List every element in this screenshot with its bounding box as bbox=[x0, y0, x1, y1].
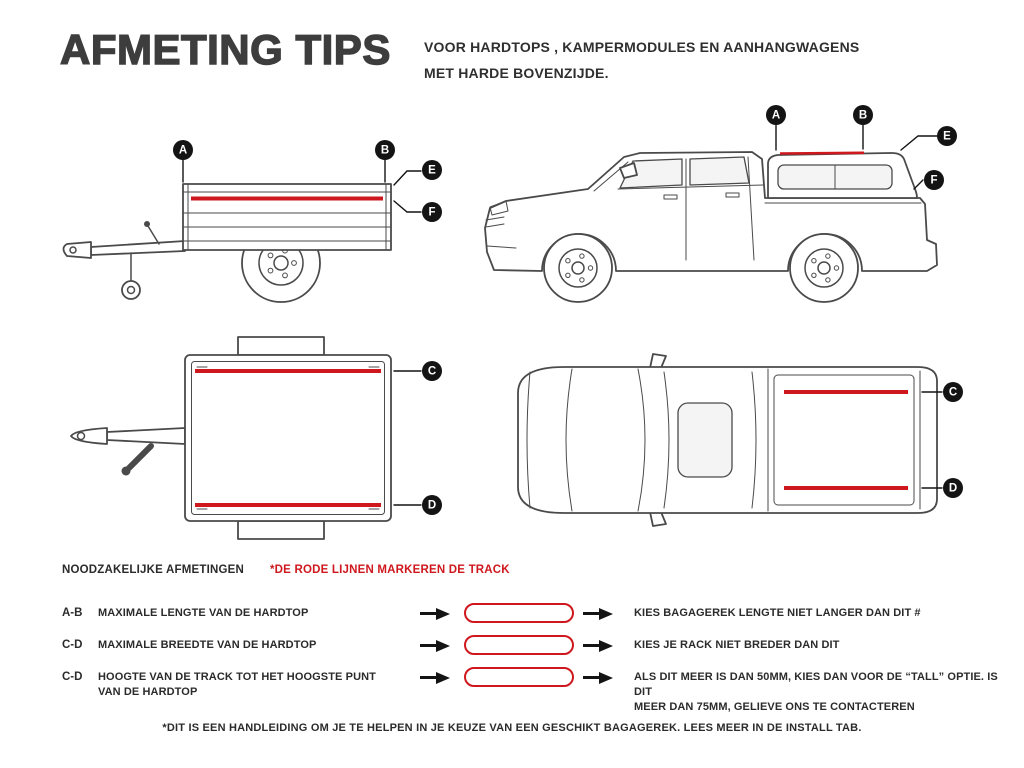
label-badge-f: F bbox=[913, 170, 944, 190]
measurement-instruction: ALS DIT MEER IS DAN 50MM, KIES DAN VOOR … bbox=[634, 671, 998, 713]
red-track-legend: *DE RODE LIJNEN MARKEREN DE TRACK bbox=[270, 564, 510, 576]
subtitle-line-2: MET HARDE BOVENZIJDE. bbox=[424, 65, 609, 81]
truck-side-view-diagram: A B E F bbox=[484, 105, 957, 303]
label-badge-a: A bbox=[766, 105, 786, 151]
label-badge-f: F bbox=[393, 200, 442, 222]
measurement-label: MAXIMALE LENGTE VAN DE HARDTOP bbox=[98, 607, 309, 619]
page-title: AFMETING TIPS bbox=[59, 25, 391, 73]
svg-text:F: F bbox=[428, 207, 435, 219]
label-badge-d: D bbox=[921, 478, 963, 498]
measurement-label: HOOGTE VAN DE TRACK TOT HET HOOGSTE PUNT… bbox=[98, 671, 376, 698]
right-arrow-icon bbox=[420, 671, 464, 684]
truck-top-view-diagram: C D bbox=[517, 353, 963, 527]
section-header: NOODZAKELIJKE AFMETINGEN *DE RODE LIJNEN… bbox=[62, 564, 510, 576]
svg-text:C: C bbox=[428, 366, 436, 378]
trailer-top-drawbar bbox=[70, 427, 186, 476]
trailer-box bbox=[182, 183, 392, 251]
truck-front-wheel-icon bbox=[543, 233, 613, 303]
svg-text:C: C bbox=[949, 387, 957, 399]
svg-text:D: D bbox=[428, 500, 436, 512]
track-line-truck-side bbox=[779, 151, 865, 155]
footnote: *DIT IS EEN HANDLEIDING OM JE TE HELPEN … bbox=[162, 722, 862, 734]
truck-top-bed bbox=[773, 374, 915, 506]
measurement-value-box bbox=[464, 603, 574, 623]
svg-text:E: E bbox=[428, 165, 436, 177]
trailer-top-fenders bbox=[237, 336, 325, 540]
label-badge-b: B bbox=[375, 140, 395, 183]
measurement-key: C-D bbox=[62, 639, 83, 651]
subtitle-line-1: VOOR HARDTOPS , KAMPERMODULES EN AANHANG… bbox=[424, 39, 860, 55]
right-arrow-icon bbox=[576, 639, 634, 652]
svg-text:B: B bbox=[859, 110, 867, 122]
label-badge-c: C bbox=[921, 382, 963, 402]
section-heading: NOODZAKELIJKE AFMETINGEN bbox=[62, 564, 244, 576]
label-badge-d: D bbox=[393, 495, 442, 515]
measurement-row-height: C-D HOOGTE VAN DE TRACK TOT HET HOOGSTE … bbox=[62, 667, 998, 715]
trailer-top-view-diagram: C D bbox=[70, 336, 442, 540]
measurement-key: C-D bbox=[62, 671, 83, 683]
trailer-side-view-diagram: A B E F bbox=[62, 140, 442, 303]
label-badge-a: A bbox=[173, 140, 193, 183]
page-subtitle: VOOR HARDTOPS , KAMPERMODULES EN AANHANG… bbox=[424, 34, 859, 86]
measurement-instruction: KIES JE RACK NIET BREDER DAN DIT bbox=[634, 639, 840, 651]
truck-hardtop-canopy bbox=[767, 151, 918, 199]
svg-text:F: F bbox=[930, 175, 937, 187]
measurement-rows: A-B MAXIMALE LENGTE VAN DE HARDTOP KIES … bbox=[62, 603, 998, 715]
svg-text:D: D bbox=[949, 483, 957, 495]
right-arrow-icon bbox=[576, 671, 634, 684]
truck-top-body bbox=[517, 366, 938, 514]
measurement-instruction: KIES BAGAGEREK LENGTE NIET LANGER DAN DI… bbox=[634, 607, 921, 619]
trailer-drawbar bbox=[62, 221, 186, 300]
right-arrow-icon bbox=[420, 639, 464, 652]
label-badge-b: B bbox=[853, 105, 873, 150]
label-badge-c: C bbox=[393, 361, 442, 381]
measurement-row-width: C-D MAXIMALE BREEDTE VAN DE HARDTOP KIES… bbox=[62, 635, 998, 655]
measurement-row-length: A-B MAXIMALE LENGTE VAN DE HARDTOP KIES … bbox=[62, 603, 998, 623]
measurement-value-box bbox=[464, 667, 574, 687]
truck-body bbox=[484, 151, 938, 272]
svg-text:E: E bbox=[943, 131, 951, 143]
label-badge-e: E bbox=[900, 126, 957, 151]
svg-text:A: A bbox=[772, 110, 780, 122]
measurement-key: A-B bbox=[62, 607, 83, 619]
trailer-top-bed bbox=[184, 354, 392, 522]
label-badge-e: E bbox=[393, 160, 442, 186]
svg-text:B: B bbox=[381, 145, 389, 157]
truck-rear-wheel-icon bbox=[789, 233, 859, 303]
right-arrow-icon bbox=[576, 607, 634, 620]
measurement-value-box bbox=[464, 635, 574, 655]
measurement-label: MAXIMALE BREEDTE VAN DE HARDTOP bbox=[98, 639, 317, 651]
svg-text:A: A bbox=[179, 145, 187, 157]
right-arrow-icon bbox=[420, 607, 464, 620]
